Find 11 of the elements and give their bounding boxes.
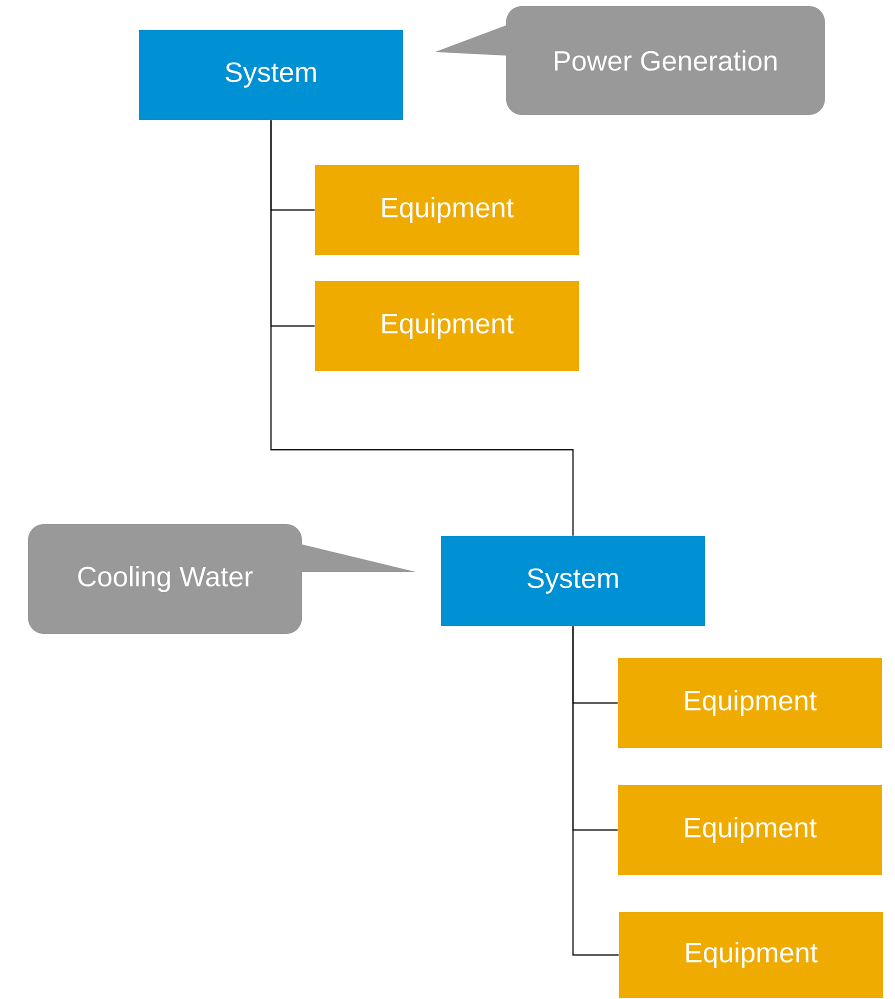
equipment-box: Equipment <box>315 281 579 371</box>
system-box: System <box>139 30 403 120</box>
equipment-box: Equipment <box>619 912 883 998</box>
callout-bubble: Cooling Water <box>28 524 416 634</box>
callout-bubble: Power Generation <box>435 6 825 116</box>
system-box: System <box>441 536 705 626</box>
connector-line <box>270 120 574 536</box>
equipment-box: Equipment <box>618 785 882 875</box>
equipment-box: Equipment <box>618 658 882 748</box>
connector-line <box>572 626 619 956</box>
equipment-box: Equipment <box>315 165 579 255</box>
